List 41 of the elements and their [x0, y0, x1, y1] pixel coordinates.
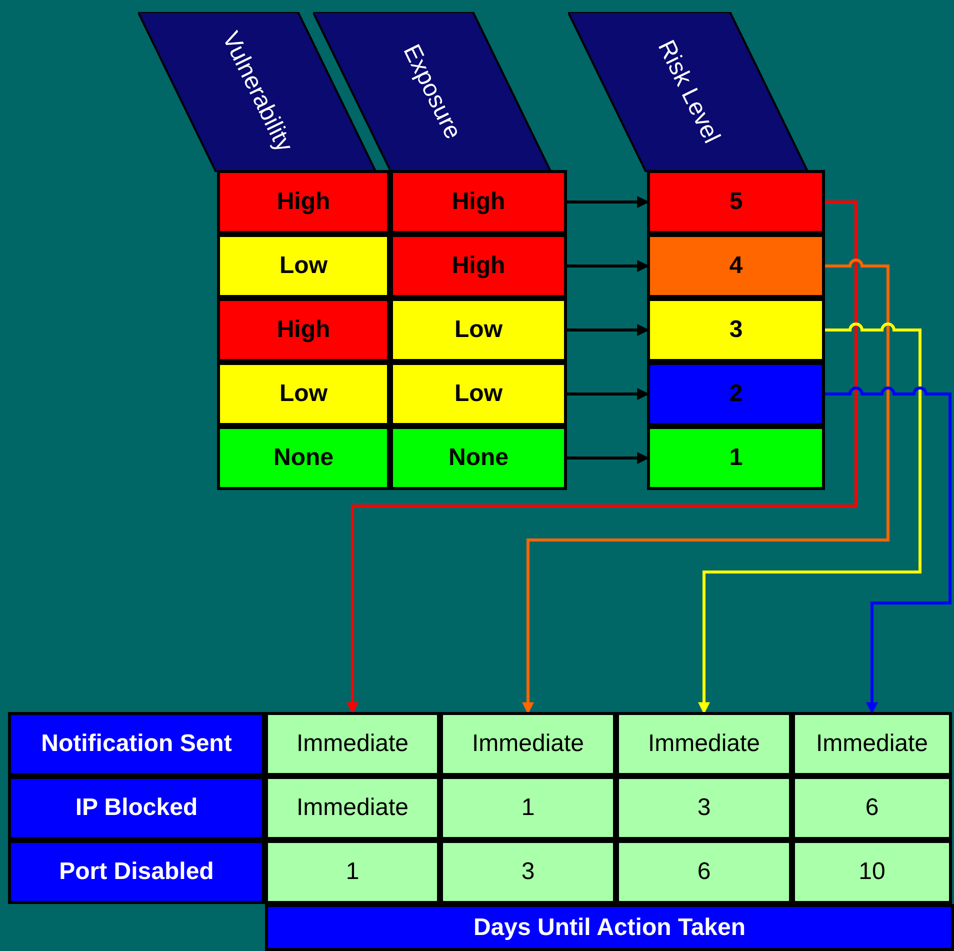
risk-level-cell: 3 — [647, 298, 825, 362]
table-cell: 6 — [792, 776, 952, 840]
table-cell: 3 — [440, 840, 616, 904]
risk-level-cell: 2 — [647, 362, 825, 426]
arrow — [698, 322, 922, 714]
column-header: Risk Level — [568, 12, 808, 172]
risk-level-cell: 5 — [647, 170, 825, 234]
table-cell: Immediate — [265, 712, 440, 776]
rating-cell: None — [217, 426, 390, 490]
arrow — [825, 386, 952, 714]
arrow — [567, 452, 650, 464]
table-cell: Immediate — [792, 712, 952, 776]
rating-cell: High — [390, 234, 567, 298]
rating-cell: Low — [390, 298, 567, 362]
rating-cell: Low — [390, 362, 567, 426]
table-cell: 10 — [792, 840, 952, 904]
row-header: Notification Sent — [8, 712, 265, 776]
risk-level-cell: 4 — [647, 234, 825, 298]
table-cell: Immediate — [265, 776, 440, 840]
table-cell: Immediate — [440, 712, 616, 776]
rating-cell: High — [390, 170, 567, 234]
arrow — [567, 196, 650, 208]
row-header: Port Disabled — [8, 840, 265, 904]
rating-cell: None — [390, 426, 567, 490]
table-cell: 1 — [440, 776, 616, 840]
table-cell: 3 — [616, 776, 792, 840]
arrow — [567, 388, 650, 400]
footer-bar: Days Until Action Taken — [265, 904, 954, 951]
rating-cell: High — [217, 298, 390, 362]
risk-level-cell: 1 — [647, 426, 825, 490]
arrow — [346, 200, 858, 714]
table-cell: 1 — [265, 840, 440, 904]
rating-cell: High — [217, 170, 390, 234]
table-cell: Immediate — [616, 712, 792, 776]
arrow — [567, 260, 650, 272]
rating-cell: Low — [217, 234, 390, 298]
row-header: IP Blocked — [8, 776, 265, 840]
rating-cell: Low — [217, 362, 390, 426]
arrow — [522, 259, 890, 714]
arrow — [567, 324, 650, 336]
table-cell: 6 — [616, 840, 792, 904]
